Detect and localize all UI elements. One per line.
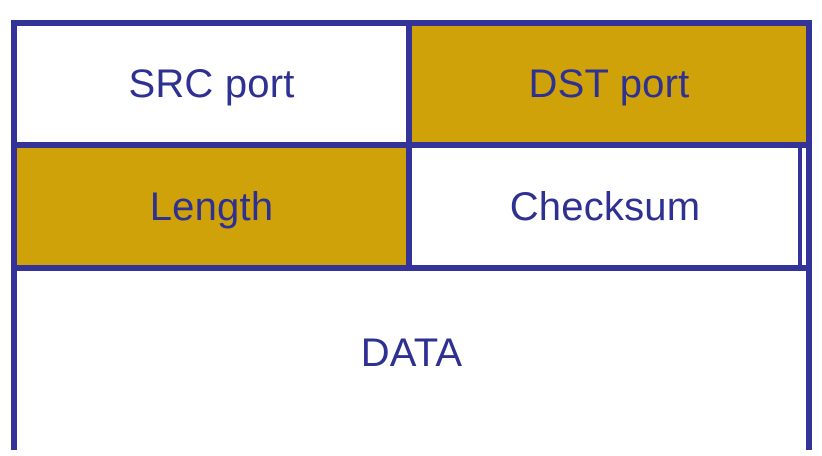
field-data: DATA bbox=[17, 271, 806, 456]
header-row-length-checksum: Length Checksum bbox=[17, 148, 806, 271]
field-src-port-label: SRC port bbox=[128, 62, 295, 106]
field-checksum-label: Checksum bbox=[509, 184, 701, 229]
header-row-data: DATA bbox=[17, 271, 806, 456]
field-checksum: Checksum bbox=[412, 148, 802, 265]
field-dst-port-label: DST port bbox=[528, 62, 690, 106]
field-src-port: SRC port bbox=[17, 26, 412, 142]
header-row-ports: SRC port DST port bbox=[17, 26, 806, 148]
udp-header-diagram: SRC port DST port Length Checksum DATA bbox=[11, 20, 812, 450]
field-length: Length bbox=[17, 148, 412, 265]
packet-frame: SRC port DST port Length Checksum DATA bbox=[11, 20, 812, 456]
field-dst-port: DST port bbox=[412, 26, 806, 142]
field-length-label: Length bbox=[149, 184, 274, 229]
field-data-label: DATA bbox=[360, 331, 463, 375]
